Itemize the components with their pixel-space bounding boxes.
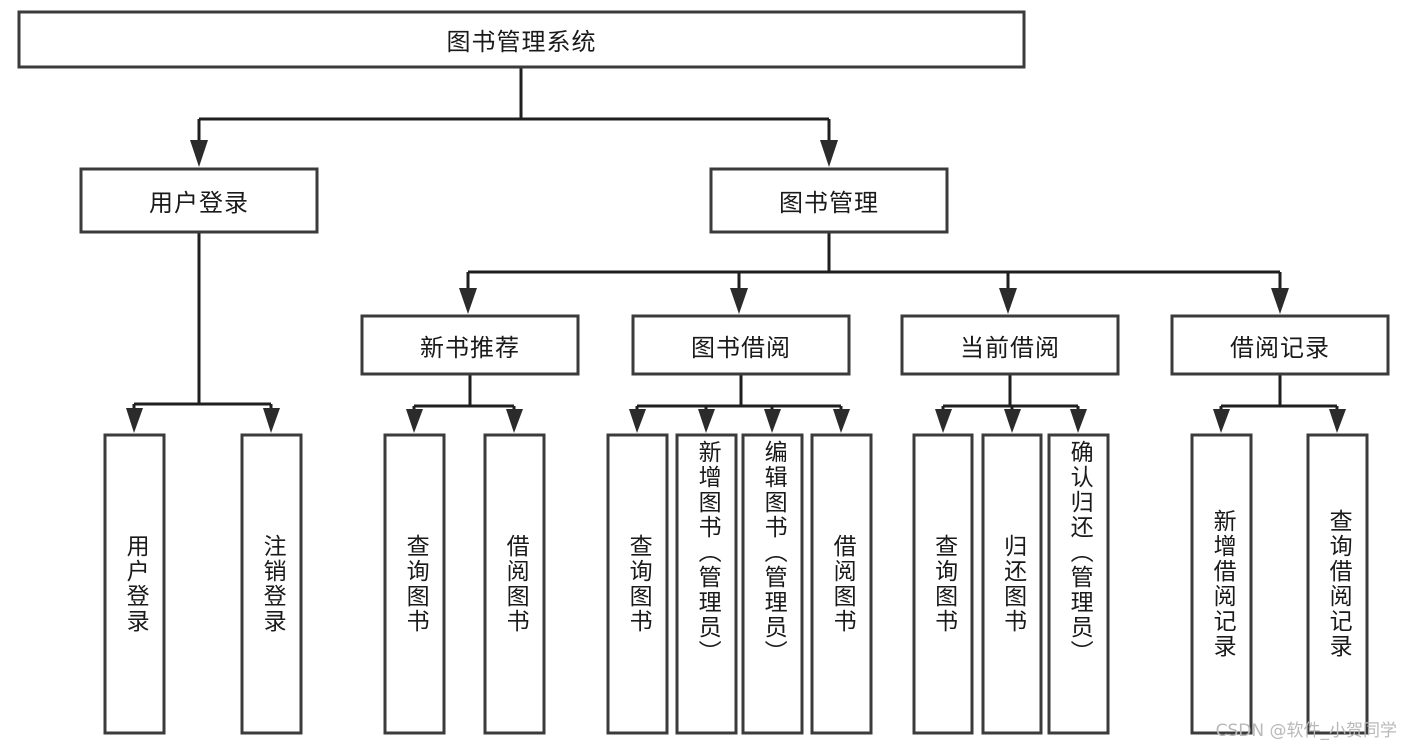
node-box-leaf-borrow-book-1[interactable]: [483, 433, 546, 735]
arrow-head-icon: [764, 409, 781, 433]
node-box-root[interactable]: [17, 10, 1026, 69]
arrow-head-icon: [263, 408, 280, 433]
node-box-book-borrow[interactable]: [631, 314, 851, 376]
arrow-head-icon: [1271, 288, 1289, 314]
node-box-book-management[interactable]: [709, 167, 949, 234]
connector-group-newbook: [406, 374, 523, 433]
connector-group-borrow: [629, 374, 850, 433]
node-box-leaf-query-book-3[interactable]: [912, 433, 974, 735]
arrow-head-icon: [629, 409, 646, 433]
connector-group-root: [190, 67, 838, 167]
node-box-borrow-records[interactable]: [1170, 314, 1390, 376]
arrow-head-icon: [935, 409, 952, 433]
arrow-head-icon: [698, 409, 715, 433]
arrow-head-icon: [1004, 409, 1021, 433]
arrow-head-icon: [1070, 409, 1087, 433]
connector-group-current: [935, 374, 1087, 433]
connector-group-login: [126, 232, 280, 433]
arrow-head-icon: [1213, 409, 1230, 433]
node-box-leaf-add-book[interactable]: [675, 433, 738, 735]
node-box-leaf-query-record[interactable]: [1306, 433, 1369, 735]
node-box-current-borrow[interactable]: [900, 314, 1120, 376]
node-box-leaf-query-book-2[interactable]: [606, 433, 669, 735]
node-box-leaf-user-login[interactable]: [103, 433, 166, 735]
node-box-leaf-confirm-return[interactable]: [1047, 433, 1110, 735]
node-box-leaf-return-book[interactable]: [981, 433, 1043, 735]
arrow-head-icon: [459, 288, 477, 314]
node-box-leaf-edit-book[interactable]: [741, 433, 804, 735]
arrow-head-icon: [406, 409, 423, 433]
connector-group-bookmgmt: [459, 232, 1289, 314]
arrow-head-icon: [190, 140, 208, 167]
node-box-user-login[interactable]: [79, 167, 319, 234]
arrow-head-icon: [1329, 409, 1346, 433]
node-box-leaf-borrow-book-2[interactable]: [810, 433, 873, 735]
node-box-new-book-recommend[interactable]: [360, 314, 580, 376]
arrow-head-icon: [820, 140, 838, 167]
arrow-head-icon: [126, 408, 143, 433]
node-box-leaf-logout[interactable]: [240, 433, 303, 735]
node-box-leaf-add-record[interactable]: [1190, 433, 1253, 735]
node-box-leaf-query-book-1[interactable]: [383, 433, 446, 735]
arrow-head-icon: [730, 288, 748, 314]
arrow-head-icon: [999, 288, 1017, 314]
arrow-head-icon: [833, 409, 850, 433]
arrow-head-icon: [506, 409, 523, 433]
connector-group-records: [1213, 374, 1346, 433]
